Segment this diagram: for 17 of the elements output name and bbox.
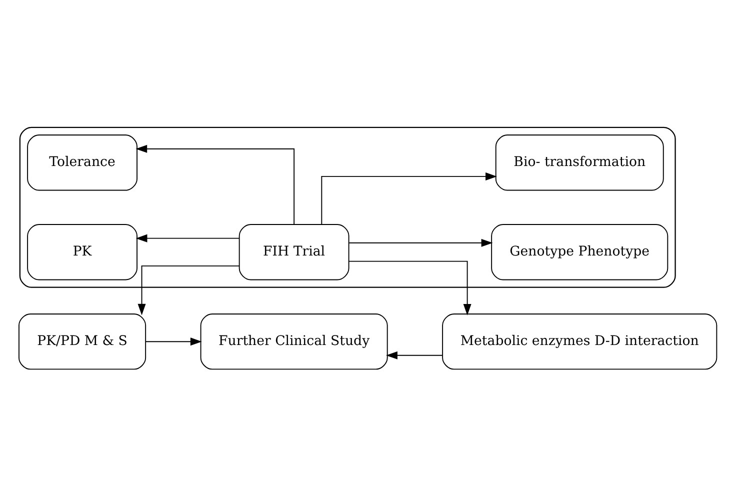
- arrow: [348, 260, 472, 315]
- node-box: FIH Trial: [238, 224, 350, 280]
- arrow: [386, 350, 443, 359]
- arrow: [138, 264, 240, 315]
- arrow: [348, 238, 493, 246]
- node-box: Metabolic enzymes D-D interaction: [442, 313, 718, 370]
- arrow: [136, 234, 240, 242]
- node-box: Bio- transformation: [495, 134, 664, 190]
- node-box: Tolerance: [27, 134, 138, 190]
- cluster: [19, 126, 676, 288]
- arrow: [321, 172, 497, 224]
- arrow: [145, 337, 202, 346]
- node-box: PK/PD M & S: [18, 313, 146, 370]
- node-box: PK: [27, 224, 138, 280]
- node-box: Genotype Phenotype: [491, 224, 668, 280]
- arrow: [136, 144, 295, 224]
- node-box: Further Clinical Study: [200, 313, 388, 370]
